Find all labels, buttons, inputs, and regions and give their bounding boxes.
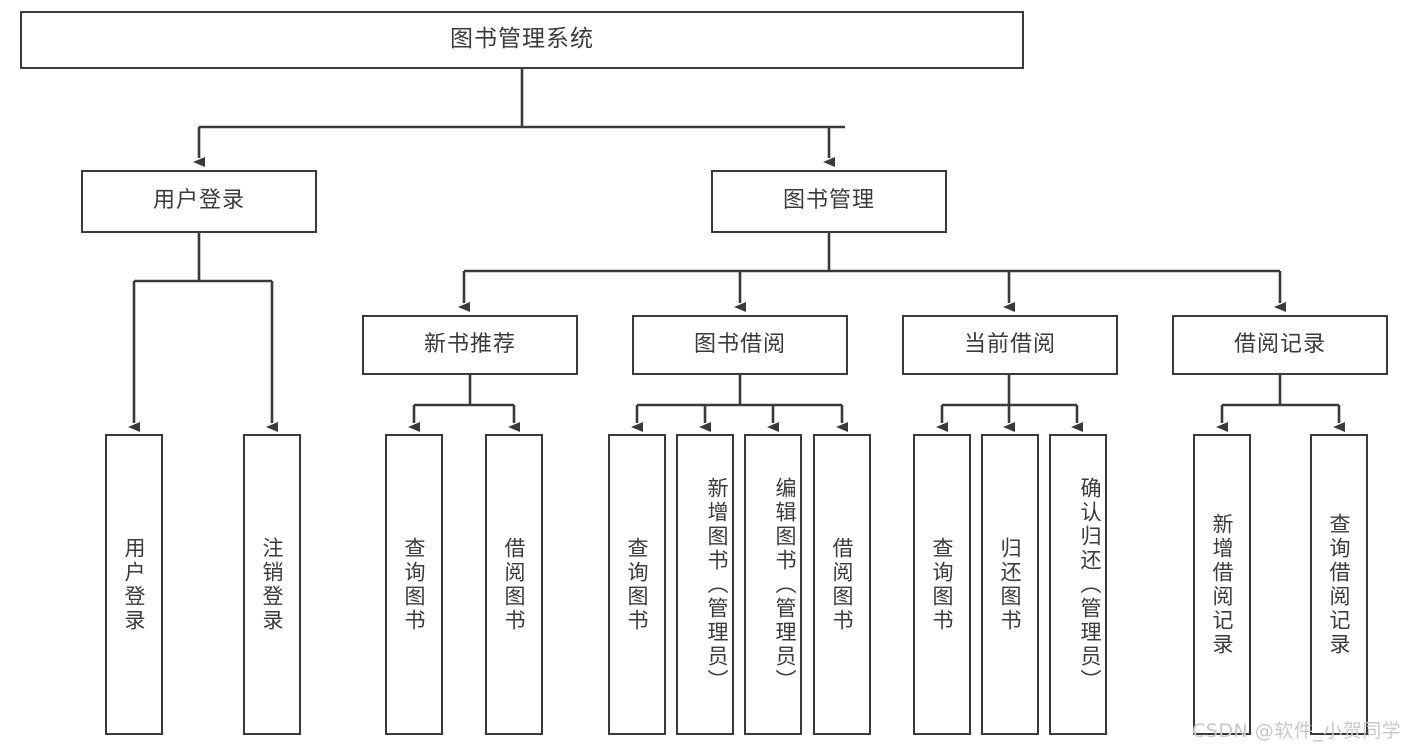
leaf-confirm-return-label: 确认归还（管理员） — [1078, 476, 1102, 693]
csdn-watermark: CSDN @软件_小贺同学 — [1192, 720, 1402, 742]
leaf-add-book[interactable]: 新增图书（管理员） — [676, 434, 734, 735]
leaf-confirm-return[interactable]: 确认归还（管理员） — [1049, 434, 1107, 735]
node-user-login-label: 用户登录 — [152, 188, 245, 214]
node-current-borrow-label: 当前借阅 — [963, 331, 1056, 357]
leaf-query-book-1-label: 查询图书 — [402, 536, 426, 633]
leaf-user-login[interactable]: 用户登录 — [105, 434, 163, 735]
node-current-borrow[interactable]: 当前借阅 — [902, 315, 1118, 375]
node-book-manage[interactable]: 图书管理 — [711, 170, 947, 233]
leaf-edit-book-label: 编辑图书（管理员） — [773, 476, 797, 693]
leaf-return-book-label: 归还图书 — [998, 536, 1022, 633]
leaf-add-record-label: 新增借阅记录 — [1210, 512, 1234, 657]
leaf-add-book-label: 新增图书（管理员） — [705, 476, 729, 693]
leaf-add-record[interactable]: 新增借阅记录 — [1193, 434, 1251, 735]
leaf-query-book-3[interactable]: 查询图书 — [913, 434, 971, 735]
node-user-login[interactable]: 用户登录 — [81, 170, 317, 233]
node-new-book-rec[interactable]: 新书推荐 — [362, 315, 578, 375]
leaf-query-book-1[interactable]: 查询图书 — [385, 434, 443, 735]
node-book-manage-label: 图书管理 — [782, 188, 875, 214]
node-book-borrow[interactable]: 图书借阅 — [632, 315, 848, 375]
node-root-label: 图书管理系统 — [450, 26, 594, 53]
leaf-borrow-book-1[interactable]: 借阅图书 — [485, 434, 543, 735]
node-root[interactable]: 图书管理系统 — [20, 11, 1024, 69]
node-book-borrow-label: 图书借阅 — [693, 331, 786, 357]
leaf-query-book-2-label: 查询图书 — [625, 536, 649, 633]
leaf-logout-login-label: 注销登录 — [260, 536, 284, 633]
leaf-borrow-book-2-label: 借阅图书 — [830, 536, 854, 633]
leaf-edit-book[interactable]: 编辑图书（管理员） — [744, 434, 802, 735]
leaf-query-record[interactable]: 查询借阅记录 — [1310, 434, 1368, 735]
leaf-return-book[interactable]: 归还图书 — [981, 434, 1039, 735]
leaf-query-record-label: 查询借阅记录 — [1327, 512, 1351, 657]
node-borrow-record[interactable]: 借阅记录 — [1172, 315, 1388, 375]
leaf-borrow-book-1-label: 借阅图书 — [502, 536, 526, 633]
leaf-user-login-label: 用户登录 — [122, 536, 146, 633]
leaf-query-book-3-label: 查询图书 — [930, 536, 954, 633]
leaf-borrow-book-2[interactable]: 借阅图书 — [813, 434, 871, 735]
node-borrow-record-label: 借阅记录 — [1233, 331, 1326, 357]
leaf-query-book-2[interactable]: 查询图书 — [608, 434, 666, 735]
node-new-book-rec-label: 新书推荐 — [423, 331, 516, 357]
leaf-logout-login[interactable]: 注销登录 — [243, 434, 301, 735]
